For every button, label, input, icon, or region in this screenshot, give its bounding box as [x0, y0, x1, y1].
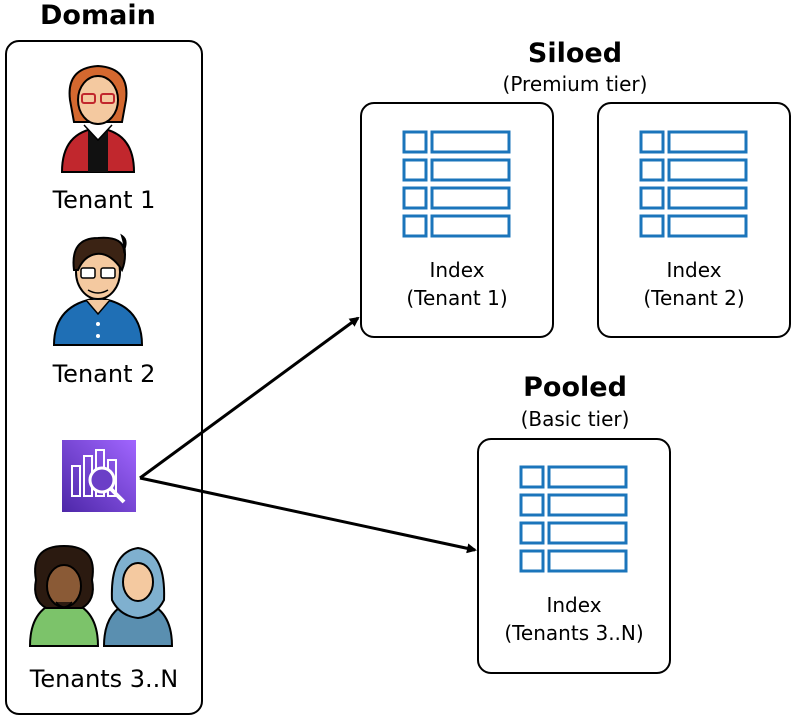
tenant-1-label: Tenant 1: [52, 186, 156, 214]
tenant-2-label: Tenant 2: [52, 360, 156, 388]
index-pooled-label: Index (Tenants 3..N): [477, 591, 671, 647]
index-tenant-2-label: Index (Tenant 2): [597, 256, 791, 312]
index-tenant-2-icon: [639, 130, 748, 238]
index-box-pooled: [477, 438, 671, 674]
tenant-1-avatar-icon: [60, 64, 136, 173]
index-tenant-1-icon: [402, 130, 511, 238]
arrow-to-siloed: [139, 316, 360, 480]
index-box-tenant-1: [360, 102, 554, 338]
siloed-title: Siloed: [527, 38, 623, 69]
index-box-tenant-2: [597, 102, 791, 338]
pooled-subtitle: (Basic tier): [520, 407, 630, 431]
search-service-icon: [62, 440, 136, 512]
index-owner: (Tenant 1): [406, 286, 508, 310]
index-owner: (Tenant 2): [643, 286, 745, 310]
tenant-2-avatar-icon: [52, 233, 144, 346]
index-title: Index: [666, 258, 722, 282]
index-title: Index: [546, 593, 602, 617]
index-title: Index: [429, 258, 485, 282]
siloed-subtitle: (Premium tier): [502, 72, 648, 96]
domain-title: Domain: [40, 0, 156, 31]
pooled-title: Pooled: [523, 372, 627, 403]
tenant-4-avatar-icon: [102, 546, 174, 647]
index-owner: (Tenants 3..N): [504, 621, 644, 645]
index-tenant-1-label: Index (Tenant 1): [360, 256, 554, 312]
tenant-3-avatar-icon: [28, 544, 100, 647]
index-pooled-icon: [519, 465, 628, 573]
arrow-to-pooled: [139, 476, 477, 554]
tenants-3-n-label: Tenants 3..N: [29, 665, 179, 693]
